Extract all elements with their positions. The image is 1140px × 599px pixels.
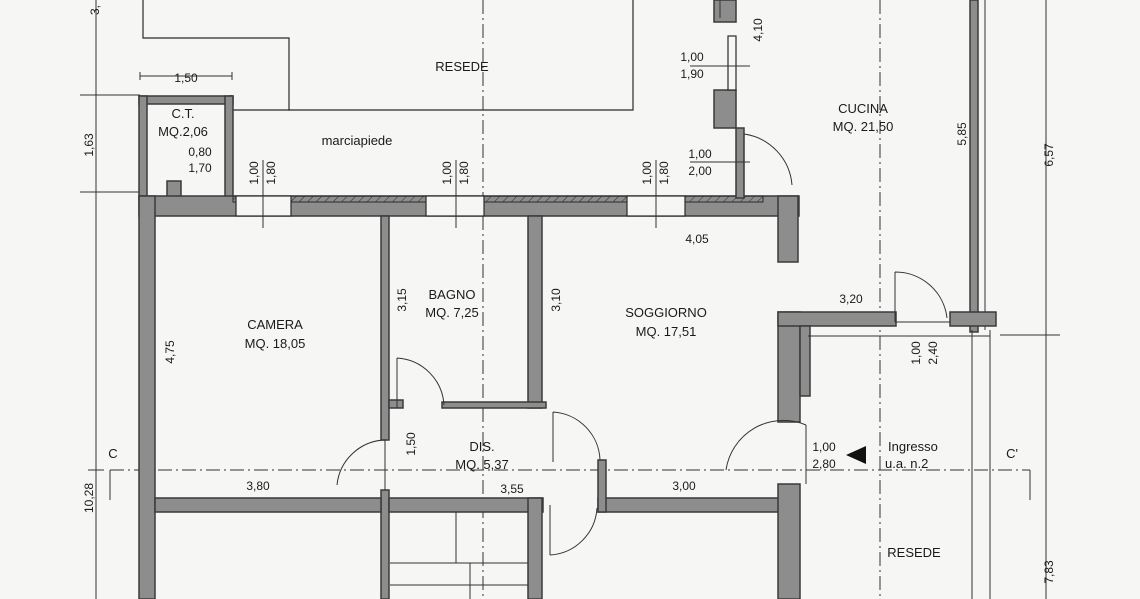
- dim-ingresso-100: 1,00: [812, 440, 836, 454]
- door-ingresso[interactable]: [725, 419, 807, 484]
- room-label-dis: DIS.: [469, 439, 494, 454]
- stairs: [390, 512, 528, 599]
- wall-soggiorno-east: [777, 311, 801, 423]
- dim-window-camera-180: 1,80: [264, 161, 278, 185]
- door-kitchen[interactable]: [743, 133, 793, 190]
- dim-window-bagno-100: 1,00: [440, 161, 454, 185]
- dim-585: 5,85: [955, 122, 969, 146]
- room-area-camera: MQ. 18,05: [245, 336, 306, 351]
- dim-ingresso-280: 2,80: [812, 457, 836, 471]
- dim-window-top-100: 1,00: [680, 50, 704, 64]
- wall-camera-south: [154, 497, 382, 513]
- room-area-cucina: MQ. 21,50: [833, 119, 894, 134]
- dim-left-163: 1,63: [82, 133, 96, 157]
- wall-kitchen-east: [969, 0, 979, 333]
- room-label-cucina: CUCINA: [838, 101, 888, 116]
- window-kitchen-north: [727, 35, 737, 91]
- room-area-bagno: MQ. 7,25: [425, 305, 478, 320]
- room-label-camera: CAMERA: [247, 317, 303, 332]
- section-marker-c: C: [108, 446, 117, 461]
- dim-783: 7,83: [1042, 560, 1056, 584]
- window-bagno: [425, 195, 485, 217]
- room-label-ingresso-unit: u.a. n.2: [885, 456, 928, 471]
- room-label-ct: C.T.: [171, 106, 194, 121]
- room-area-soggiorno: MQ. 17,51: [636, 324, 697, 339]
- section-marker-c-prime: C': [1006, 446, 1018, 461]
- wall-camera-bagno: [380, 215, 390, 441]
- room-label-ingresso: Ingresso: [888, 439, 938, 454]
- entrance-arrow: [846, 446, 866, 464]
- dim-300: 3,00: [672, 479, 696, 493]
- dim-door-kitchen-200: 2,00: [688, 164, 712, 178]
- wall-ct: [138, 95, 234, 105]
- dim-ct-080: 0,80: [188, 145, 212, 159]
- dim-window-bagno-180: 1,80: [457, 161, 471, 185]
- room-label-bagno: BAGNO: [429, 287, 476, 302]
- dim-380: 3,80: [246, 479, 270, 493]
- dim-window-soggiorno-180: 1,80: [657, 161, 671, 185]
- dim-door-kitchen-100: 1,00: [688, 147, 712, 161]
- dim-657: 6,57: [1042, 143, 1056, 167]
- dim-left-3: 3,: [88, 5, 102, 15]
- door-bagno[interactable]: [396, 357, 445, 408]
- dim-405: 4,05: [685, 232, 709, 246]
- resede-top-outline: [142, 0, 634, 111]
- dim-window-camera-100: 1,00: [247, 161, 261, 185]
- room-label-soggiorno: SOGGIORNO: [625, 305, 707, 320]
- room-label-resede-right: RESEDE: [887, 545, 941, 560]
- dim-door-east-100: 1,00: [909, 341, 923, 365]
- room-label-marciapiede: marciapiede: [322, 133, 393, 148]
- door-camera[interactable]: [336, 439, 386, 490]
- room-label-resede-top: RESEDE: [435, 59, 489, 74]
- door-stairs[interactable]: [549, 505, 598, 556]
- dim-310: 3,10: [549, 288, 563, 312]
- room-area-ct: MQ.2,06: [158, 124, 208, 139]
- dim-320: 3,20: [839, 292, 863, 306]
- door-soggiorno[interactable]: [552, 411, 601, 462]
- dim-left-1028: 10,28: [82, 483, 96, 513]
- dim-ct-170: 1,70: [188, 161, 212, 175]
- dim-355: 3,55: [500, 482, 524, 496]
- dim-475: 4,75: [163, 340, 177, 364]
- wall-bagno-soggiorno: [527, 215, 543, 409]
- dim-door-east-240: 2,40: [926, 341, 940, 365]
- door-kitchen-east[interactable]: [894, 271, 948, 322]
- room-area-dis: MQ. 5,37: [455, 457, 508, 472]
- dim-150-dis: 1,50: [404, 432, 418, 456]
- dim-410: 4,10: [751, 18, 765, 42]
- dim-150-top: 1,50: [174, 71, 198, 85]
- wall-west: [138, 195, 156, 599]
- dim-315: 3,15: [395, 288, 409, 312]
- dim-window-soggiorno-100: 1,00: [640, 161, 654, 185]
- dim-window-top-190: 1,90: [680, 67, 704, 81]
